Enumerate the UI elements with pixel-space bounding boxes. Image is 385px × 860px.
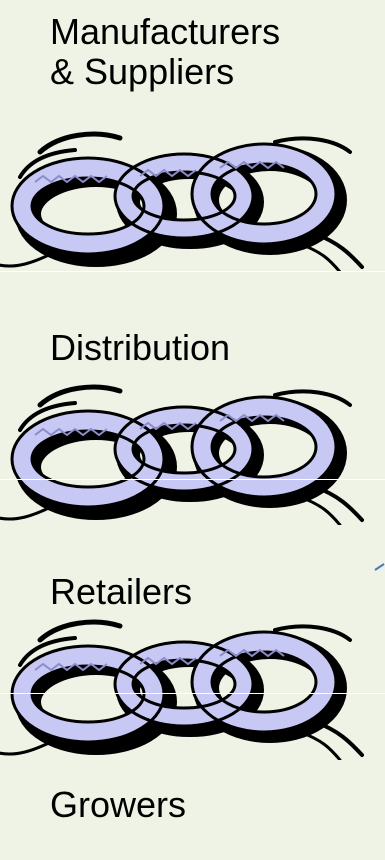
label-distribution: Distribution (50, 328, 230, 368)
chain-link-icon (0, 122, 385, 272)
divider (0, 271, 385, 272)
chain-link-icon (0, 610, 385, 760)
label-growers: Growers (50, 785, 186, 825)
label-retailers: Retailers (50, 572, 192, 612)
divider (0, 479, 385, 480)
chain-link-icon (0, 375, 385, 525)
accent-mark (374, 562, 385, 572)
label-manufacturers-suppliers: Manufacturers & Suppliers (50, 12, 280, 92)
divider (0, 693, 385, 694)
